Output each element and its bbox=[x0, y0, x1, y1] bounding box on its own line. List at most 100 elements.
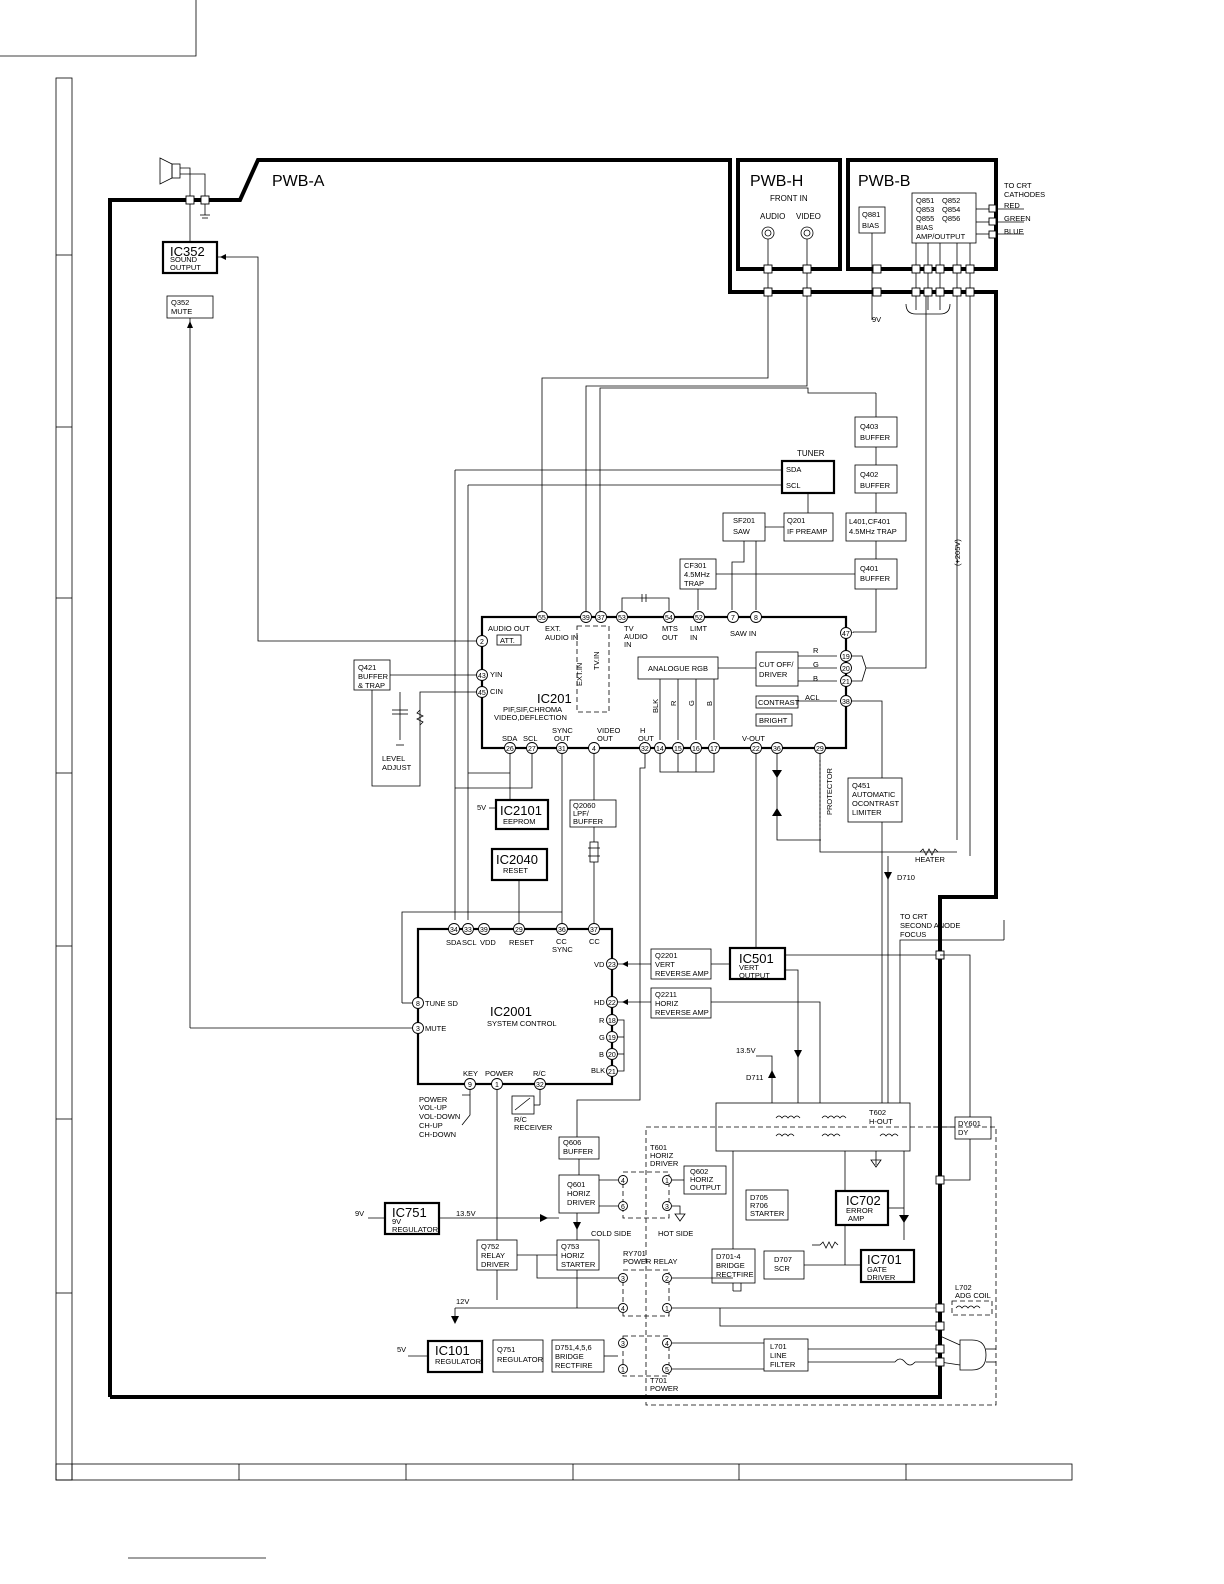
svg-text:Q2060: Q2060 bbox=[573, 801, 596, 810]
svg-text:COLD SIDE: COLD SIDE bbox=[591, 1229, 631, 1238]
svg-text:Q853: Q853 bbox=[916, 205, 934, 214]
svg-text:CH-UP: CH-UP bbox=[419, 1121, 443, 1130]
svg-text:R/C: R/C bbox=[533, 1069, 547, 1078]
svg-text:HEATER: HEATER bbox=[915, 855, 945, 864]
svg-text:4: 4 bbox=[665, 1341, 669, 1348]
svg-text:G: G bbox=[813, 660, 819, 669]
svg-text:SYSTEM CONTROL: SYSTEM CONTROL bbox=[487, 1019, 557, 1028]
svg-text:DY601: DY601 bbox=[958, 1119, 981, 1128]
svg-text:20: 20 bbox=[608, 1052, 616, 1059]
svg-text:OUT: OUT bbox=[597, 734, 613, 743]
ic2001-block: IC2001 SYSTEM CONTROL SDA SCL VDD RESET … bbox=[401, 911, 614, 1139]
svg-text:SAW IN: SAW IN bbox=[730, 629, 756, 638]
svg-text:OUT: OUT bbox=[554, 734, 570, 743]
svg-text:VERT: VERT bbox=[739, 963, 759, 972]
svg-text:8: 8 bbox=[416, 1001, 420, 1008]
svg-text:TV.IN: TV.IN bbox=[592, 652, 601, 670]
svg-text:37: 37 bbox=[597, 615, 605, 622]
svg-text:BLK: BLK bbox=[651, 699, 660, 713]
svg-text:9: 9 bbox=[468, 1082, 472, 1089]
svg-text:H-OUT: H-OUT bbox=[869, 1117, 893, 1126]
svg-text:D711: D711 bbox=[746, 1073, 763, 1082]
svg-text:TO CRT: TO CRT bbox=[900, 912, 928, 921]
svg-text:29: 29 bbox=[515, 927, 523, 934]
svg-text:15: 15 bbox=[674, 746, 682, 753]
svg-text:3: 3 bbox=[621, 1341, 625, 1348]
svg-text:Q854: Q854 bbox=[942, 205, 960, 214]
svg-text:21: 21 bbox=[608, 1069, 616, 1076]
svg-text:Q403: Q403 bbox=[860, 422, 878, 431]
vertical-section: Q2201 VERT REVERSE AMP Q2211 HORIZ REVER… bbox=[618, 946, 940, 1105]
svg-text:9V: 9V bbox=[392, 1217, 401, 1226]
svg-text:53: 53 bbox=[618, 615, 626, 622]
svg-text:REGULATOR: REGULATOR bbox=[392, 1225, 439, 1234]
tuner-section: TUNER SDA SCL SF201 SAW Q201 IF PREAMP C… bbox=[454, 449, 855, 920]
svg-text:DRIVER: DRIVER bbox=[759, 670, 788, 679]
svg-text:9V: 9V bbox=[355, 1209, 364, 1218]
svg-text:Q201: Q201 bbox=[787, 516, 805, 525]
svg-text:LEVEL: LEVEL bbox=[382, 754, 405, 763]
ic201-wiring bbox=[455, 296, 957, 1137]
svg-text:45: 45 bbox=[478, 690, 486, 697]
svg-text:AUDIO IN: AUDIO IN bbox=[545, 633, 578, 642]
svg-text:H: H bbox=[640, 726, 645, 735]
svg-text:B: B bbox=[599, 1050, 604, 1059]
svg-text:ATT.: ATT. bbox=[500, 636, 515, 645]
svg-text:8: 8 bbox=[754, 615, 758, 622]
ic2001-pins: 34 33 39 29 36 37 8 3 23 22 18 19 20 21 … bbox=[412, 923, 625, 1300]
svg-text:B: B bbox=[813, 674, 818, 683]
svg-text:V-OUT: V-OUT bbox=[742, 734, 765, 743]
svg-text:5V: 5V bbox=[397, 1345, 406, 1354]
svg-text:YIN: YIN bbox=[490, 670, 503, 679]
svg-text:POWER: POWER bbox=[419, 1095, 448, 1104]
svg-text:Q2211: Q2211 bbox=[655, 990, 677, 999]
ic701-label: IC701 bbox=[867, 1252, 902, 1267]
svg-text:T601: T601 bbox=[650, 1143, 667, 1152]
svg-text:R: R bbox=[813, 646, 819, 655]
svg-text:LPF/: LPF/ bbox=[573, 809, 590, 818]
svg-text:3: 3 bbox=[621, 1276, 625, 1283]
svg-text:MTS: MTS bbox=[662, 624, 678, 633]
svg-text:G: G bbox=[687, 700, 696, 706]
svg-text:TV: TV bbox=[624, 624, 634, 633]
svg-text:5: 5 bbox=[665, 1367, 669, 1374]
svg-text:34: 34 bbox=[450, 927, 458, 934]
svg-text:20: 20 bbox=[842, 666, 850, 673]
ic352-label: IC352 bbox=[170, 244, 205, 259]
svg-text:13.5V: 13.5V bbox=[736, 1046, 756, 1055]
svg-text:Q602: Q602 bbox=[690, 1167, 708, 1176]
svg-text:6: 6 bbox=[621, 1204, 625, 1211]
svg-text:REVERSE AMP: REVERSE AMP bbox=[655, 1008, 709, 1017]
svg-text:AMP/OUTPUT: AMP/OUTPUT bbox=[916, 232, 966, 241]
svg-text:DRIVER: DRIVER bbox=[867, 1273, 896, 1282]
svg-text:HOT SIDE: HOT SIDE bbox=[658, 1229, 693, 1238]
svg-text:TUNER: TUNER bbox=[797, 449, 825, 458]
svg-text:Q751: Q751 bbox=[497, 1345, 515, 1354]
ic2101-label: IC2101 bbox=[500, 803, 542, 818]
q421-section: Q421 BUFFER & TRAP LEVEL ADJUST PROTECTO… bbox=[353, 659, 1004, 1105]
svg-text:SDA: SDA bbox=[502, 734, 517, 743]
svg-text:R706: R706 bbox=[750, 1201, 768, 1210]
svg-text:RECEIVER: RECEIVER bbox=[514, 1123, 553, 1132]
svg-text:16: 16 bbox=[692, 746, 700, 753]
svg-text:L701: L701 bbox=[770, 1342, 787, 1351]
svg-text:RY701: RY701 bbox=[623, 1249, 646, 1258]
svg-text:VDD: VDD bbox=[480, 938, 496, 947]
svg-text:CUT OFF/: CUT OFF/ bbox=[759, 660, 794, 669]
svg-text:43: 43 bbox=[478, 673, 486, 680]
front-video-label: VIDEO bbox=[796, 212, 821, 221]
svg-text:23: 23 bbox=[608, 962, 616, 969]
svg-text:RECTFIRE: RECTFIRE bbox=[716, 1270, 754, 1279]
svg-text:26: 26 bbox=[506, 746, 514, 753]
svg-text:STARTER: STARTER bbox=[750, 1209, 785, 1218]
svg-text:DY: DY bbox=[958, 1128, 968, 1137]
svg-text:HORIZ: HORIZ bbox=[655, 999, 679, 1008]
page-frame bbox=[0, 0, 1073, 1559]
svg-text:BRIGHT: BRIGHT bbox=[759, 716, 788, 725]
svg-text:13.5V: 13.5V bbox=[456, 1209, 476, 1218]
svg-text:1: 1 bbox=[495, 1082, 499, 1089]
svg-text:BUFFER: BUFFER bbox=[860, 574, 891, 583]
svg-text:STARTER: STARTER bbox=[561, 1260, 596, 1269]
svg-text:BUFFER: BUFFER bbox=[573, 817, 604, 826]
svg-text:HORIZ: HORIZ bbox=[561, 1251, 585, 1260]
